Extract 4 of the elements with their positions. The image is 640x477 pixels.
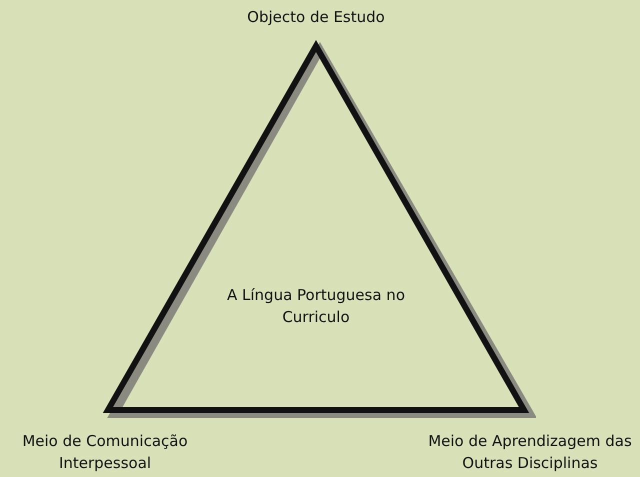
vertex-label: Meio de Comunicação Interpessoal <box>21 431 189 474</box>
vertex-label: Objecto de Estudo <box>246 7 386 28</box>
center-text: A Língua Portuguesa no Curriculo <box>226 285 406 328</box>
vertex-label: Meio de Aprendizagem das Outras Disciplinas <box>427 431 633 474</box>
